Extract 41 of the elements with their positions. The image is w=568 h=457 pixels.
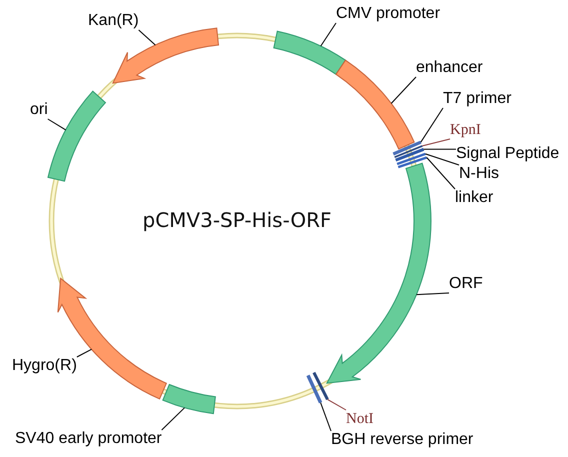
feature-mark xyxy=(395,148,424,162)
leader-line xyxy=(76,348,92,358)
feature-label: Kan(R) xyxy=(88,12,139,30)
feature-label: N-His xyxy=(459,165,499,183)
origin-block xyxy=(48,90,106,182)
leader-line xyxy=(416,292,450,296)
feature-label: ori xyxy=(30,101,48,119)
feature-label: enhancer xyxy=(416,59,483,77)
promoter-block xyxy=(273,30,346,75)
feature-label: linker xyxy=(455,189,494,207)
feature-label: Hygro(R) xyxy=(12,357,77,375)
site-label: NotI xyxy=(346,410,374,428)
primer-mark xyxy=(306,374,322,404)
feature-label: CMV promoter xyxy=(336,5,440,23)
promoter-block xyxy=(162,384,216,414)
leader-line xyxy=(161,407,185,430)
primer-mark xyxy=(392,140,422,156)
enhancer-block xyxy=(336,60,415,150)
leader-line xyxy=(420,108,444,143)
leader-line xyxy=(426,157,456,190)
feature-mark xyxy=(398,156,428,168)
leader-line xyxy=(424,153,460,166)
leader-line xyxy=(320,402,332,432)
gene-arrow xyxy=(112,28,219,84)
leader-line xyxy=(47,118,66,130)
feature-label: ORF xyxy=(449,275,483,293)
site-mark xyxy=(312,372,329,400)
feature-label: Signal Peptide xyxy=(456,145,560,163)
leader-line xyxy=(320,22,336,46)
leader-line xyxy=(422,138,450,146)
feature-label: BGH reverse primer xyxy=(331,431,474,449)
feature-mark xyxy=(396,152,426,166)
site-label: KpnI xyxy=(450,121,481,139)
leader-line xyxy=(390,76,416,104)
feature-label: T7 primer xyxy=(443,90,512,108)
site-mark xyxy=(394,145,423,158)
leader-line xyxy=(327,398,346,410)
plasmid-name: pCMV3-SP-His-ORF xyxy=(142,208,332,232)
leader-line xyxy=(138,30,156,46)
leader-line xyxy=(423,148,456,150)
feature-label: SV40 early promoter xyxy=(15,430,162,448)
